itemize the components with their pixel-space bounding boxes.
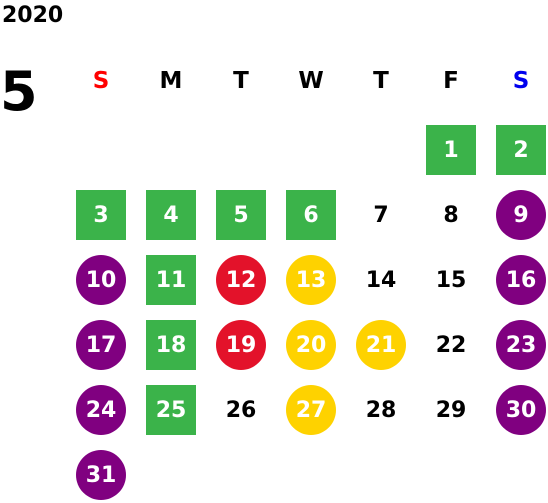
day-cell: 8 xyxy=(443,202,459,228)
weekday-label: W xyxy=(298,68,324,94)
day-cell: 13 xyxy=(286,255,336,305)
month-number: 5 xyxy=(0,60,38,123)
day-cell: 24 xyxy=(76,385,126,435)
weekday-label: T xyxy=(233,68,249,94)
year-label: 2020 xyxy=(2,3,64,28)
weekday-label: T xyxy=(373,68,389,94)
day-cell: 21 xyxy=(356,320,406,370)
weekday-label: S xyxy=(92,68,110,94)
day-cell: 6 xyxy=(286,190,336,240)
day-cell: 17 xyxy=(76,320,126,370)
day-cell: 29 xyxy=(435,397,467,423)
day-cell: 5 xyxy=(216,190,266,240)
day-cell: 31 xyxy=(76,450,126,500)
day-cell: 22 xyxy=(435,332,467,358)
day-cell: 26 xyxy=(225,397,257,423)
day-cell: 11 xyxy=(146,255,196,305)
day-cell: 25 xyxy=(146,385,196,435)
day-cell: 10 xyxy=(76,255,126,305)
day-cell: 18 xyxy=(146,320,196,370)
day-cell: 3 xyxy=(76,190,126,240)
day-cell: 23 xyxy=(496,320,546,370)
day-cell: 27 xyxy=(286,385,336,435)
day-cell: 1 xyxy=(426,125,476,175)
weekday-label: F xyxy=(443,68,459,94)
weekday-label: M xyxy=(159,68,183,94)
day-cell: 30 xyxy=(496,385,546,435)
day-cell: 20 xyxy=(286,320,336,370)
day-cell: 28 xyxy=(365,397,397,423)
day-cell: 9 xyxy=(496,190,546,240)
day-cell: 19 xyxy=(216,320,266,370)
day-cell: 4 xyxy=(146,190,196,240)
day-cell: 2 xyxy=(496,125,546,175)
day-cell: 14 xyxy=(365,267,397,293)
day-cell: 15 xyxy=(435,267,467,293)
day-cell: 12 xyxy=(216,255,266,305)
weekday-label: S xyxy=(512,68,530,94)
day-cell: 7 xyxy=(373,202,389,228)
day-cell: 16 xyxy=(496,255,546,305)
